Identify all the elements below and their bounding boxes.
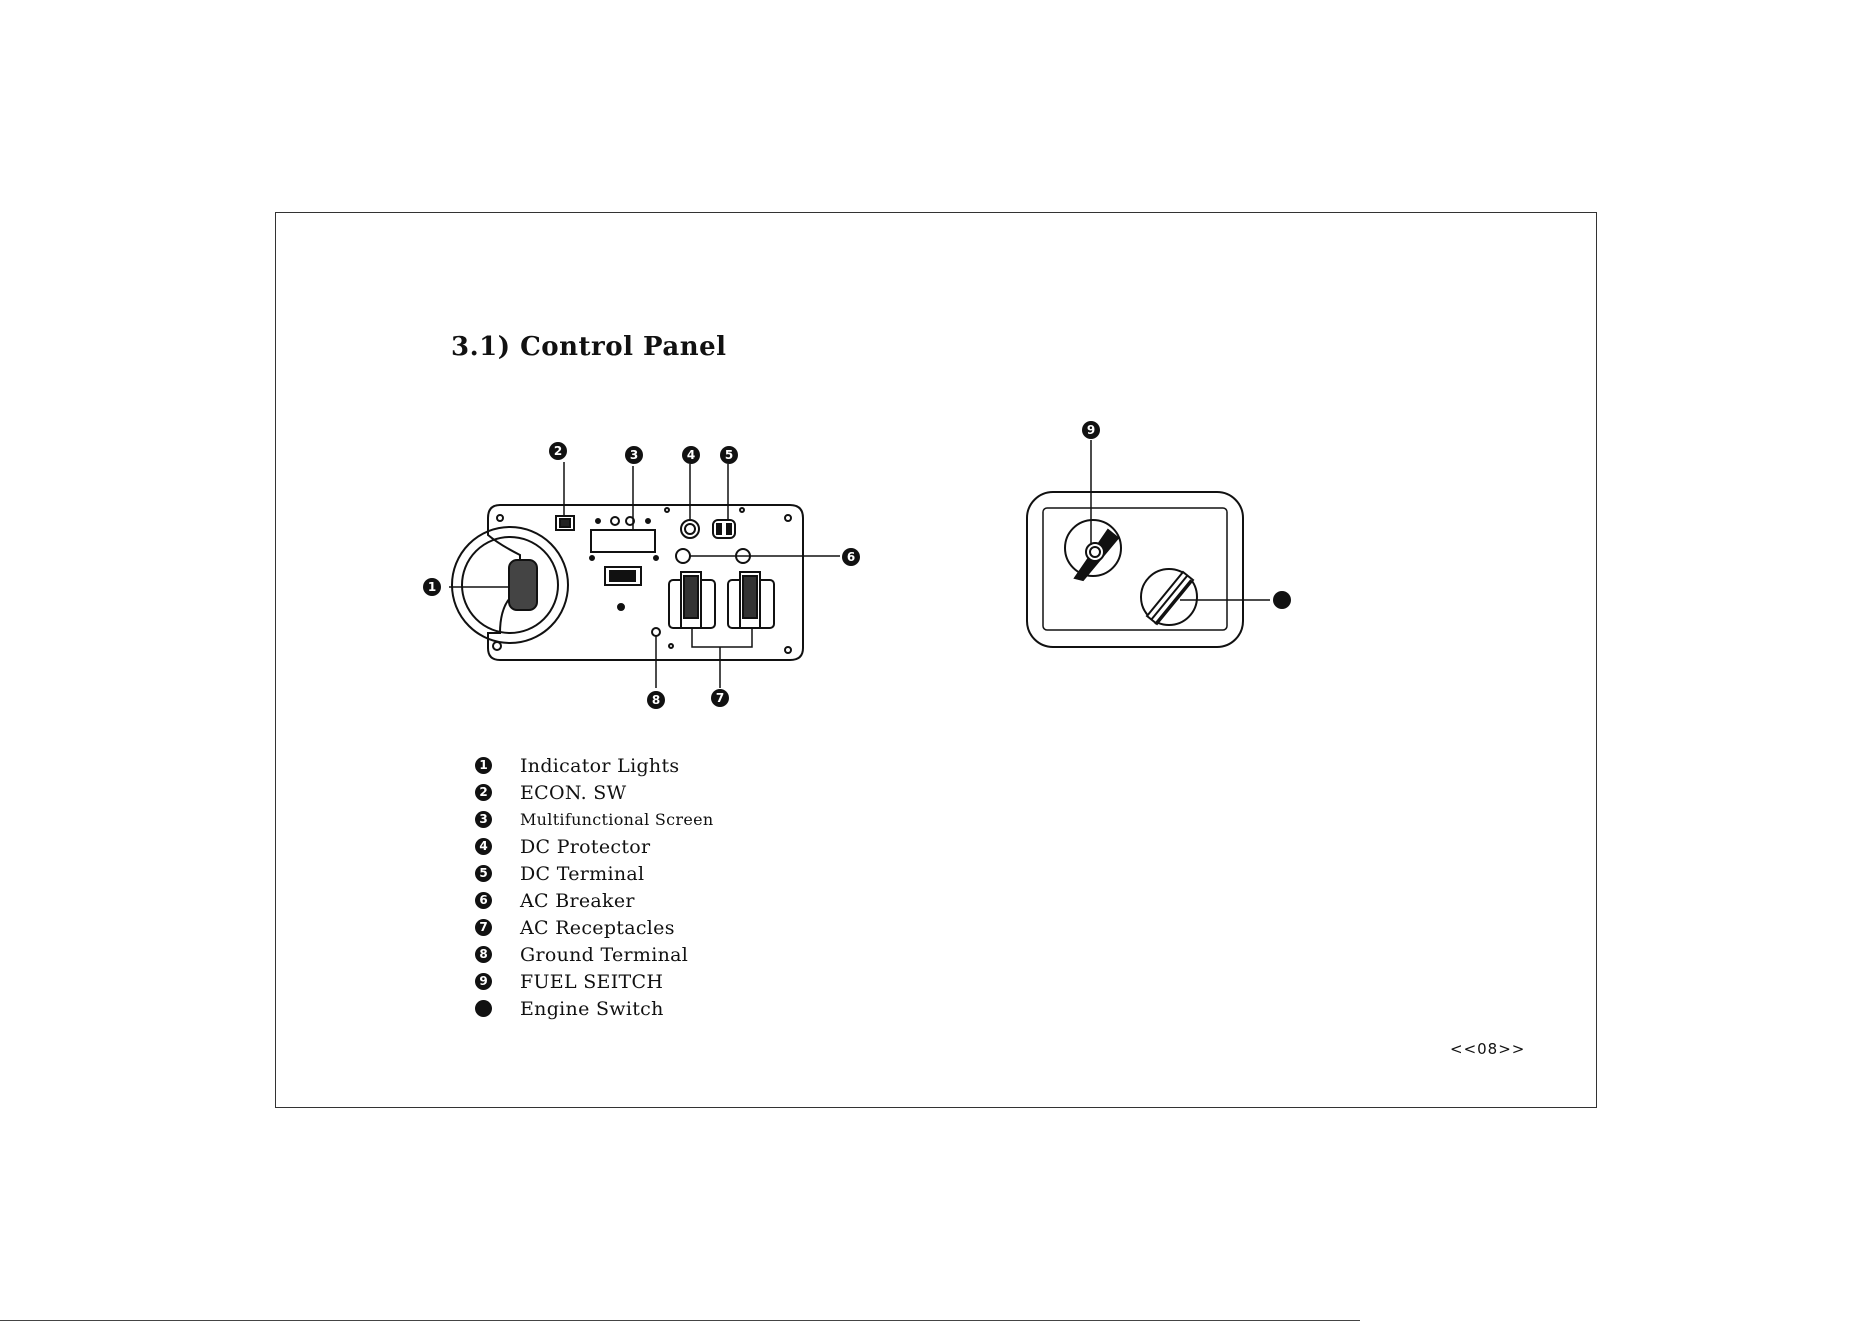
dc-protector <box>681 520 699 538</box>
legend-label: DC Protector <box>520 836 650 858</box>
svg-text:2: 2 <box>554 444 562 458</box>
ac-breaker-left <box>676 549 690 563</box>
callout-engine-switch <box>1273 591 1291 609</box>
page-number: <<08>> <box>1450 1040 1525 1058</box>
legend-item: 4 DC Protector <box>475 833 713 860</box>
legend-item: 3 Multifunctional Screen <box>475 806 713 833</box>
legend-list: 1 Indicator Lights 2 ECON. SW 3 Multifun… <box>475 752 713 1022</box>
svg-text:8: 8 <box>652 693 660 707</box>
legend-badge: 7 <box>475 919 492 936</box>
indicator-lights-grip <box>509 560 537 610</box>
legend-label: Indicator Lights <box>520 755 679 777</box>
legend-item: 5 DC Terminal <box>475 860 713 887</box>
svg-text:1: 1 <box>428 580 436 594</box>
legend-label: FUEL SEITCH <box>520 971 663 993</box>
bottom-rule <box>0 1320 1360 1321</box>
legend-badge <box>475 1000 492 1017</box>
legend-label: DC Terminal <box>520 863 644 885</box>
multifunctional-screen <box>591 530 655 552</box>
legend-badge: 1 <box>475 757 492 774</box>
svg-text:4: 4 <box>687 448 695 462</box>
svg-text:9: 9 <box>1087 423 1095 437</box>
legend-item: 1 Indicator Lights <box>475 752 713 779</box>
legend-label: ECON. SW <box>520 782 626 804</box>
legend-badge: 2 <box>475 784 492 801</box>
legend-label: AC Receptacles <box>520 917 675 939</box>
switch-panel <box>1027 440 1270 647</box>
legend-badge: 8 <box>475 946 492 963</box>
svg-text:7: 7 <box>716 691 724 705</box>
legend-item: 9 FUEL SEITCH <box>475 968 713 995</box>
legend-item: 7 AC Receptacles <box>475 914 713 941</box>
legend-item: 2 ECON. SW <box>475 779 713 806</box>
legend-item: 8 Ground Terminal <box>475 941 713 968</box>
svg-text:5: 5 <box>725 448 733 462</box>
ground-terminal <box>652 628 660 636</box>
legend-item: 6 AC Breaker <box>475 887 713 914</box>
legend-badge: 4 <box>475 838 492 855</box>
legend-label: Ground Terminal <box>520 944 688 966</box>
legend-badge: 5 <box>475 865 492 882</box>
legend-label: Multifunctional Screen <box>520 810 713 829</box>
switch-panel-outer <box>1027 492 1243 647</box>
legend-badge: 3 <box>475 811 492 828</box>
svg-text:3: 3 <box>630 448 638 462</box>
legend-label: Engine Switch <box>520 998 664 1020</box>
svg-text:6: 6 <box>847 550 855 564</box>
legend-badge: 6 <box>475 892 492 909</box>
legend-item: Engine Switch <box>475 995 713 1022</box>
legend-badge: 9 <box>475 973 492 990</box>
legend-label: AC Breaker <box>520 890 635 912</box>
switch-panel-inner <box>1043 508 1227 630</box>
